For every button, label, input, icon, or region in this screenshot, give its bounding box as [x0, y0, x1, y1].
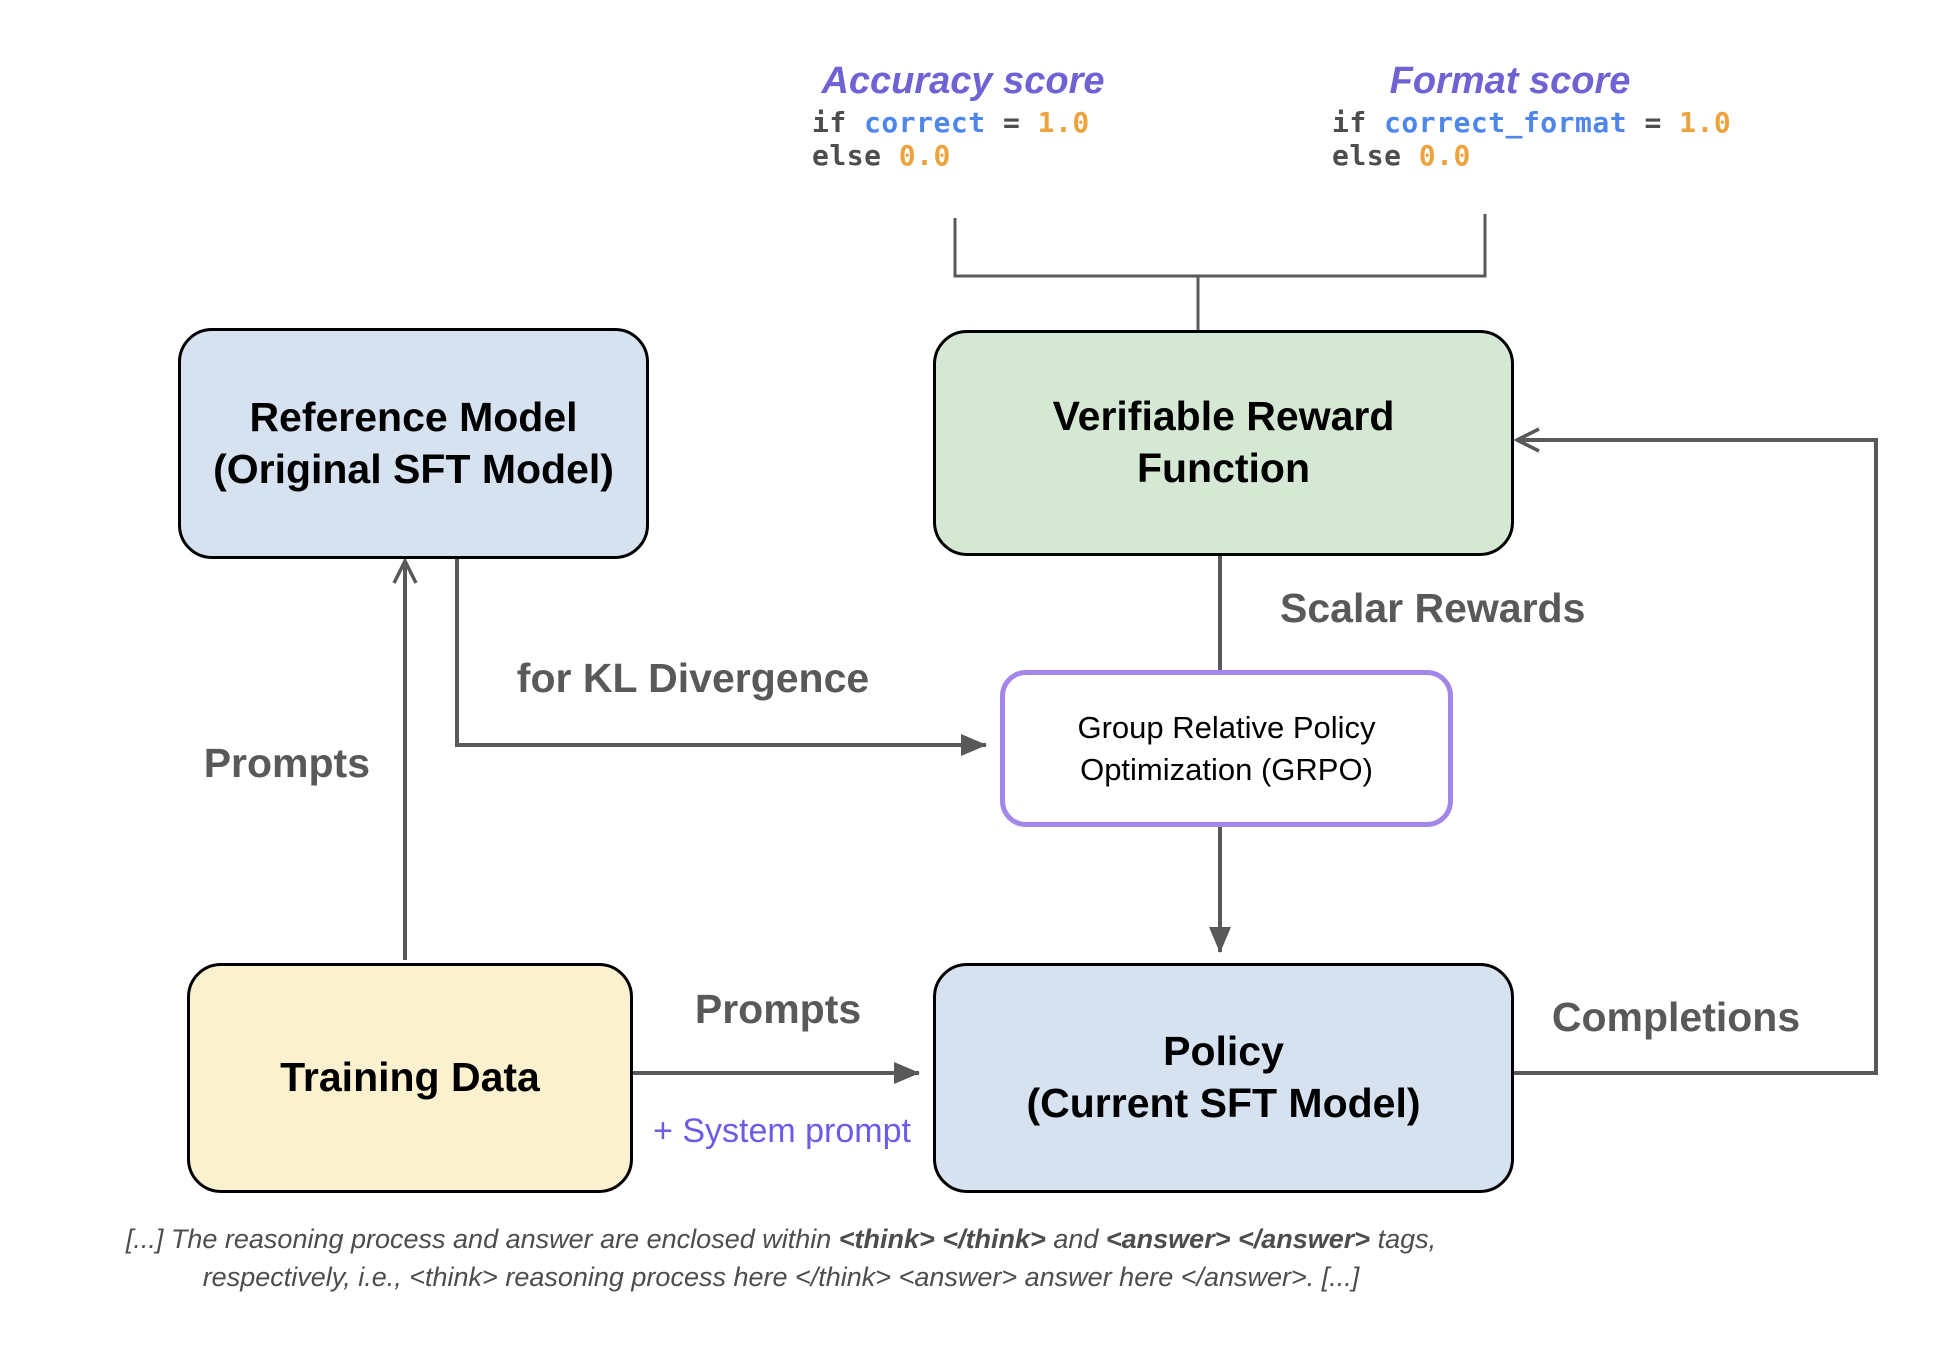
label-kl-divergence: for KL Divergence	[516, 655, 870, 701]
label-prompts-left: Prompts	[203, 740, 370, 786]
label-prompts-mid: Prompts	[694, 986, 862, 1032]
grpo-title-line-1: Group Relative Policy	[1077, 709, 1376, 745]
format-score-code: if correct_format = 1.0 else 0.0	[1332, 106, 1731, 172]
grpo-title-line-2: Optimization (GRPO)	[1080, 751, 1373, 787]
caption-line-1: [...] The reasoning process and answer a…	[125, 1224, 1437, 1254]
training-data-title: Training Data	[280, 1054, 540, 1101]
label-completions: Completions	[1551, 994, 1801, 1040]
accuracy-score-code: if correct = 1.0 else 0.0	[812, 106, 1090, 172]
system-prompt-caption: [...] The reasoning process and answer a…	[51, 1220, 1511, 1296]
reference-model-title: Reference Model	[249, 393, 578, 440]
scores-bracket-line	[953, 214, 1487, 278]
label-scalar-rewards: Scalar Rewards	[1280, 585, 1586, 631]
arrow-kl-divergence	[455, 553, 987, 756]
policy-title: Policy	[1163, 1028, 1284, 1075]
format-code-line-2: else 0.0	[1332, 139, 1471, 172]
arrow-completions-loop	[1505, 427, 1878, 1075]
reward-function-title-line-2: Function	[1136, 445, 1311, 491]
accuracy-score-title: Accuracy score	[821, 60, 1105, 102]
node-policy: Policy (Current SFT Model)	[933, 963, 1514, 1193]
label-system-prompt: + System prompt	[653, 1112, 911, 1150]
reference-model-subtitle: (Original SFT Model)	[213, 445, 614, 492]
node-training-data: Training Data	[187, 963, 633, 1193]
format-code-line-1: if correct_format = 1.0	[1332, 106, 1732, 139]
node-grpo: Group Relative Policy Optimization (GRPO…	[1000, 670, 1453, 827]
format-score-title: Format score	[1389, 60, 1631, 102]
caption-line-2: respectively, i.e., <think> reasoning pr…	[202, 1262, 1360, 1292]
node-verifiable-reward-function: Verifiable Reward Function	[933, 330, 1514, 556]
reward-function-title-line-1: Verifiable Reward	[1052, 393, 1395, 440]
node-reference-model: Reference Model (Original SFT Model)	[178, 328, 649, 559]
policy-subtitle: (Current SFT Model)	[1026, 1080, 1421, 1126]
accuracy-code-line-1: if correct = 1.0	[812, 106, 1090, 139]
accuracy-code-line-2: else 0.0	[812, 139, 951, 172]
